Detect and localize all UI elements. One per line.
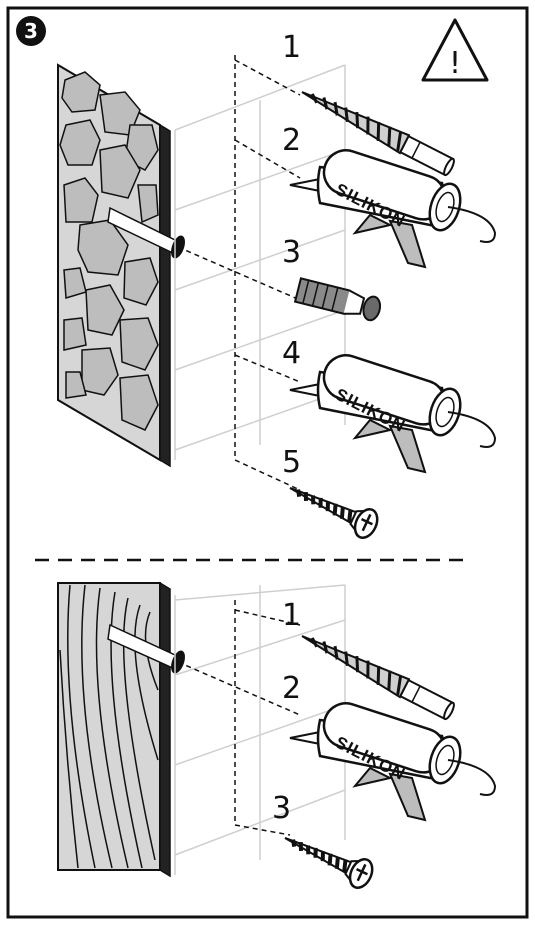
- bottom-label-2: 2: [282, 671, 301, 706]
- leader-lines-bottom: [177, 600, 301, 836]
- top-label-3: 3: [282, 235, 301, 270]
- warning-triangle-icon: !: [421, 18, 489, 82]
- wood-wall: [57, 581, 185, 878]
- top-label-2: 2: [282, 123, 301, 158]
- warning-mark: !: [449, 46, 461, 81]
- top-label-5: 5: [282, 445, 301, 480]
- top-panel: 1 2 3 4 5 SILIKON SILIKON: [57, 30, 497, 544]
- top-label-4: 4: [282, 336, 301, 371]
- step-number-badge: 3: [16, 16, 46, 46]
- top-label-1: 1: [282, 30, 301, 65]
- leader-lines: [177, 55, 301, 491]
- stone-wall: [57, 63, 185, 468]
- bottom-panel: 1 2 3 SILIKON: [57, 581, 497, 894]
- bottom-label-3: 3: [272, 791, 291, 826]
- bottom-label-1: 1: [282, 598, 301, 633]
- step-number: 3: [24, 19, 38, 43]
